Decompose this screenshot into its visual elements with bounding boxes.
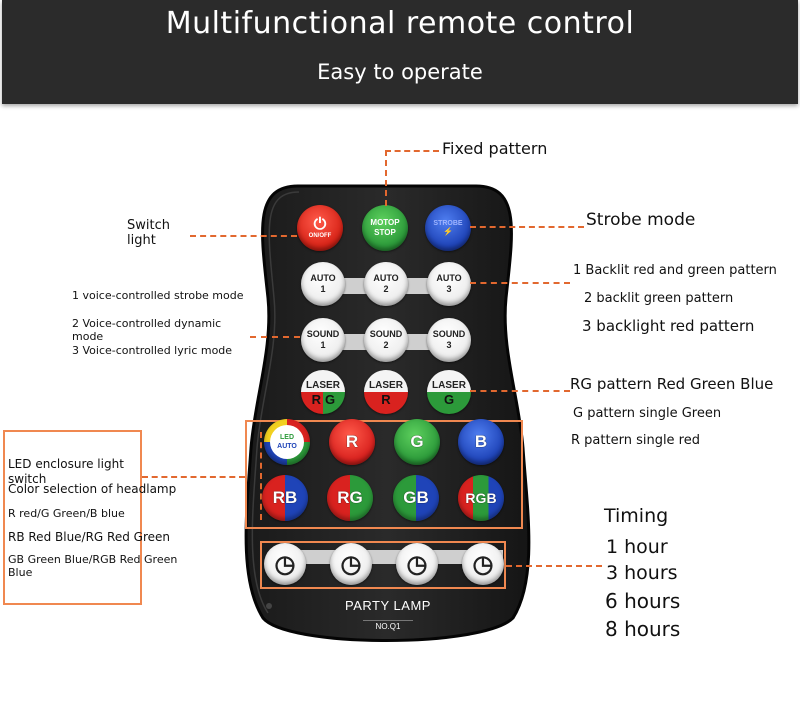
voice-2-label-a: 2 Voice-controlled dynamic xyxy=(72,317,222,330)
led-box-lead xyxy=(142,476,245,478)
rgb-single-label: R red/G Green/B blue xyxy=(8,507,125,520)
brand-name: PARTY LAMP xyxy=(345,598,431,613)
led-switch-label-b: switch xyxy=(8,472,47,486)
color-group-divider xyxy=(260,432,262,520)
red-button[interactable]: R xyxy=(329,419,375,465)
auto-1-label: 1 Backlit red and green pattern xyxy=(573,263,777,278)
timer-4-button[interactable]: ◷ xyxy=(462,543,504,585)
timer-1-button[interactable]: ◷ xyxy=(264,543,306,585)
power-icon: ⏻ xyxy=(313,216,327,233)
timing-1-label: 1 hour xyxy=(606,536,668,558)
laser-g-button[interactable]: LASER G xyxy=(427,370,471,414)
color-buttons-highlight xyxy=(245,420,523,529)
laser-lead xyxy=(470,390,570,392)
clock-icon: ◷ xyxy=(472,550,494,578)
led-switch-label-a: LED enclosure light xyxy=(8,457,124,471)
green-button[interactable]: G xyxy=(394,419,440,465)
lightning-icon: ⚡ xyxy=(443,227,453,236)
clock-icon: ◷ xyxy=(406,550,428,578)
fixed-pattern-label: Fixed pattern xyxy=(442,139,548,158)
timing-3-label: 3 hours xyxy=(606,562,678,584)
led-description-box xyxy=(3,430,142,605)
sound-lead xyxy=(250,336,300,338)
switch-lead xyxy=(190,235,297,237)
timer-buttons-highlight xyxy=(260,541,506,589)
strobe-mode-label: Strobe mode xyxy=(586,210,696,230)
brand-plate: PARTY LAMP NO.Q1 xyxy=(318,592,458,638)
laser-g-label: G pattern single Green xyxy=(573,406,722,421)
banner-subtitle: Easy to operate xyxy=(317,60,483,84)
auto-3-label: 3 backlight red pattern xyxy=(582,317,755,335)
auto-lead xyxy=(470,282,570,284)
model-number: NO.Q1 xyxy=(363,620,413,631)
timing-label: Timing xyxy=(604,505,669,527)
power-button[interactable]: ⏻ ON/OFF xyxy=(297,205,343,251)
banner-title: Multifunctional remote control xyxy=(165,6,635,41)
laser-rg-label: RG pattern Red Green Blue xyxy=(570,375,774,393)
strobe-button[interactable]: STROBE⚡ xyxy=(425,205,471,251)
gb-rgb-label-a: GB Green Blue/RGB Red Green xyxy=(8,553,178,566)
timer-2-button[interactable]: ◷ xyxy=(330,543,372,585)
clock-icon: ◷ xyxy=(274,550,296,578)
voice-2-label-b: mode xyxy=(72,330,104,343)
switch-light-label-2: light xyxy=(127,233,156,248)
fixed-pattern-lead-v xyxy=(385,150,387,206)
voice-1-label: 1 voice-controlled strobe mode xyxy=(72,289,244,302)
timing-6-label: 6 hours xyxy=(605,589,681,613)
auto-2-label: 2 backlit green pattern xyxy=(584,291,734,306)
fixed-pattern-lead xyxy=(385,150,439,152)
gb-rgb-label-b: Blue xyxy=(8,566,33,579)
timer-lead xyxy=(506,565,602,567)
rb-rg-label: RB Red Blue/RG Red Green xyxy=(8,530,170,544)
timing-8-label: 8 hours xyxy=(605,617,681,641)
timer-3-button[interactable]: ◷ xyxy=(396,543,438,585)
switch-light-label-1: Switch xyxy=(127,218,170,233)
laser-rg-button[interactable]: LASER R G xyxy=(301,370,345,414)
strobe-lead xyxy=(470,226,584,228)
header-banner: Multifunctional remote control Easy to o… xyxy=(2,0,798,104)
blue-button[interactable]: B xyxy=(458,419,504,465)
laser-r-button[interactable]: LASER R xyxy=(364,370,408,414)
voice-3-label: 3 Voice-controlled lyric mode xyxy=(72,344,233,357)
headlamp-label: Color selection of headlamp xyxy=(8,482,177,496)
clock-icon: ◷ xyxy=(340,550,362,578)
laser-r-label: R pattern single red xyxy=(571,433,700,448)
